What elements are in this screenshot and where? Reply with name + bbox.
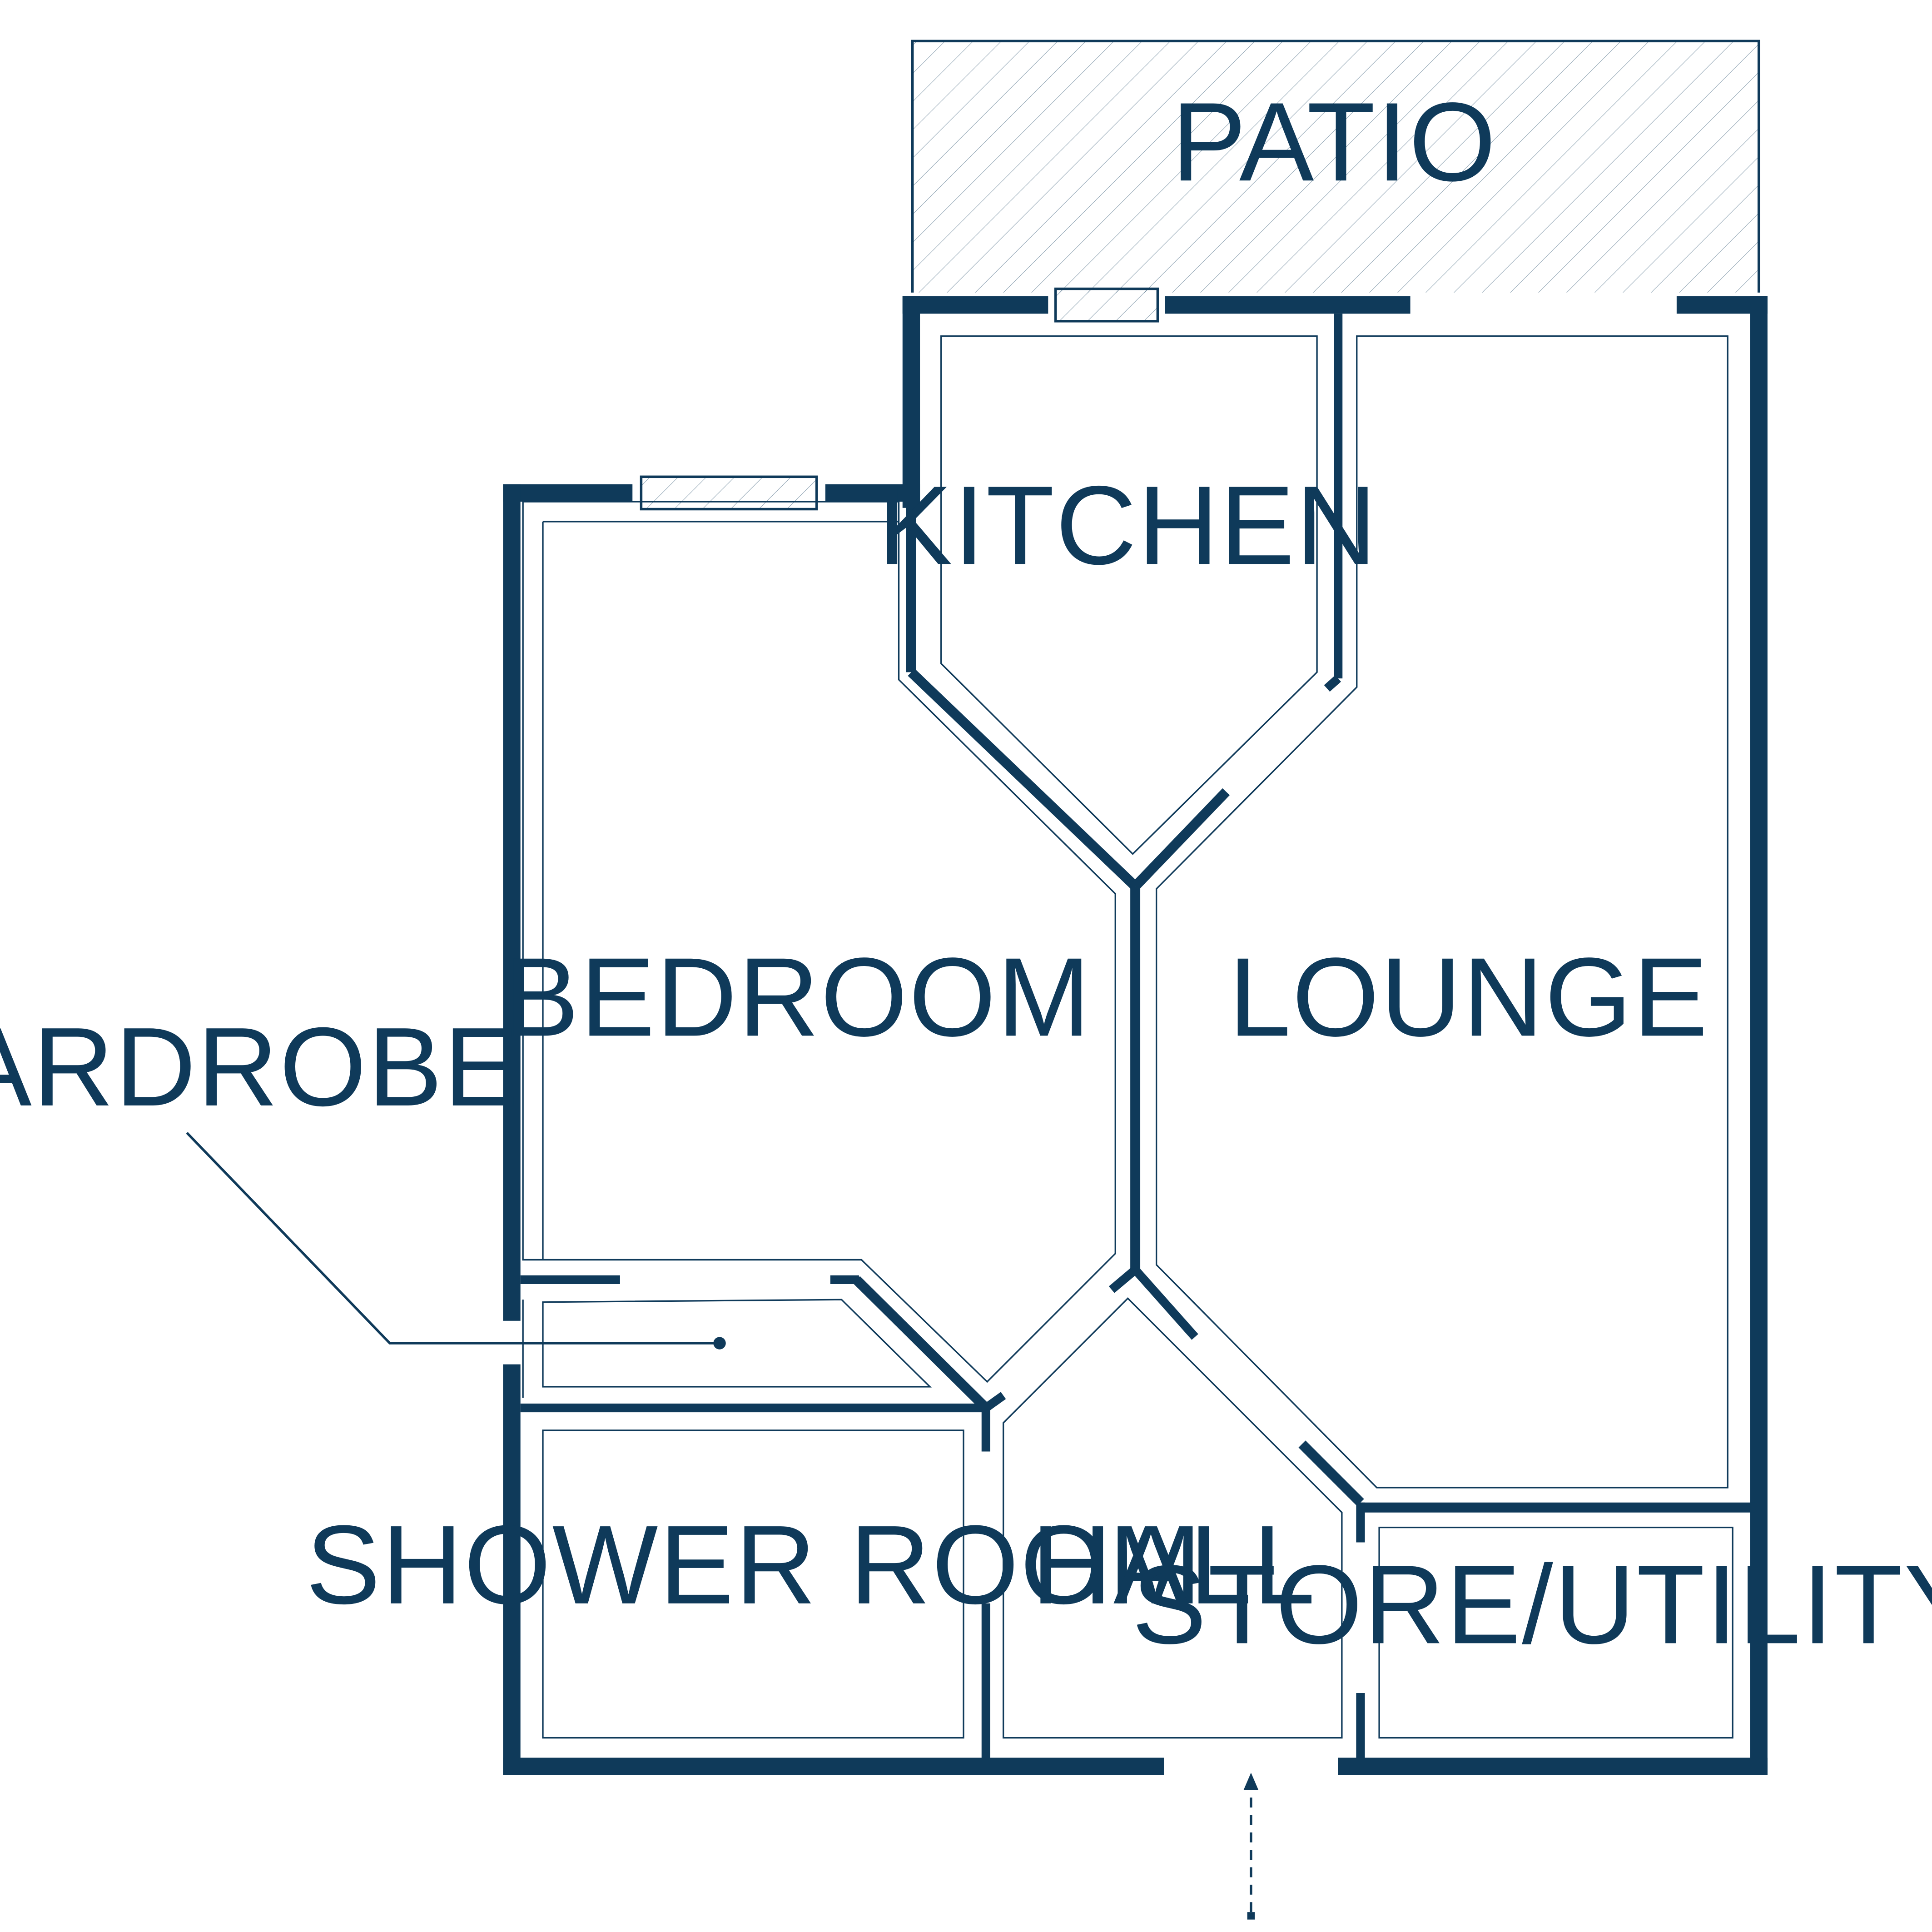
lounge-outline — [1156, 335, 1728, 1489]
bedroom-outline — [522, 501, 1116, 1383]
wardrobe-leader — [186, 1132, 726, 1349]
lounge-label: LOUNGE — [1228, 935, 1709, 1060]
kitchen-outline — [940, 335, 1318, 855]
wardrobe-label: WARDROBE — [0, 1005, 520, 1130]
entrance-arrow-icon — [1243, 1773, 1259, 1920]
outer-walls — [503, 296, 1768, 1775]
hall-label: HALL — [1031, 1503, 1316, 1628]
patio-label: PATIO — [1172, 80, 1497, 204]
store-utility-outline — [1378, 1526, 1733, 1739]
bedroom-window — [640, 475, 818, 511]
patio-area — [911, 40, 1760, 293]
hall-outline — [1003, 1297, 1343, 1739]
shower-room-outline — [542, 1429, 964, 1739]
room-outlines — [522, 335, 1733, 1739]
leader-dot-icon — [713, 1337, 726, 1349]
shower-room-label: SHOWER ROOM — [306, 1503, 1203, 1628]
wardrobe-outline — [542, 1299, 932, 1388]
store-utility-label: STORE/UTILITY — [1132, 1542, 1932, 1667]
kitchen-window — [1054, 287, 1159, 323]
kitchen-label: KITCHEN — [878, 463, 1378, 588]
bedroom-label: BEDROOM — [504, 935, 1092, 1060]
interior-walls — [520, 314, 1755, 1758]
